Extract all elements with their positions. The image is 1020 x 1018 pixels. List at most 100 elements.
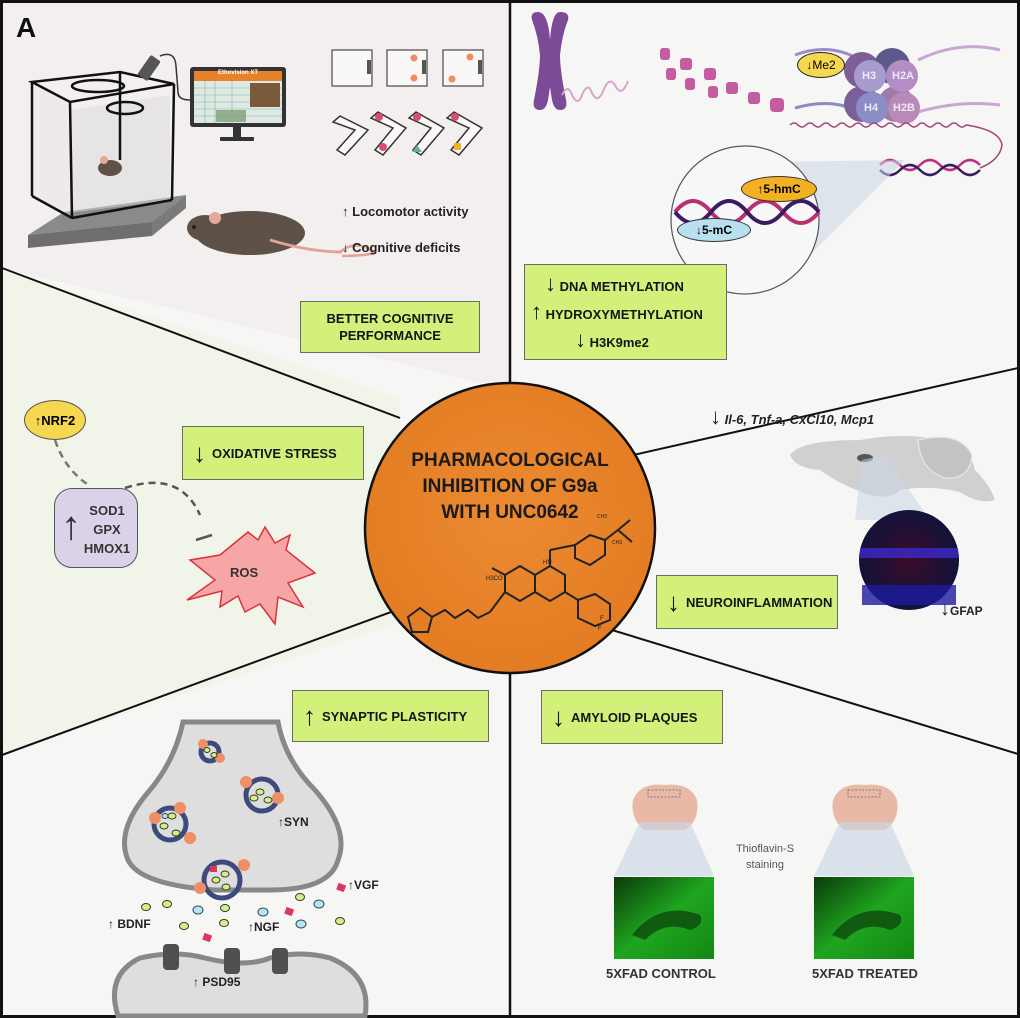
dna-strand-icon <box>789 122 1003 169</box>
nrf2-badge: ↑NRF2 <box>24 400 86 440</box>
histone-h2b-label: H2B <box>893 102 916 114</box>
divider-line <box>1 267 401 419</box>
zoom-cone <box>855 455 930 520</box>
vgf-label: ↑VGF <box>348 878 379 892</box>
arrow-up-icon: ↑ <box>108 917 114 931</box>
arrow-down-icon: ↓ <box>710 404 721 429</box>
me2-text: Me2 <box>812 58 836 72</box>
arrow-up-icon: ↑ <box>248 920 254 934</box>
arrow-down-icon: ↓ <box>575 327 586 352</box>
synaptic-plasticity-box: ↑ SYNAPTIC PLASTICITY <box>292 690 489 742</box>
syn-text: SYN <box>284 815 309 829</box>
arrow-down-icon: ↓ <box>806 58 813 72</box>
arrow-up-icon: ↑ <box>34 412 42 428</box>
hippocampus-shape <box>832 910 902 940</box>
dna-methylation-box: ↓ DNA METHYLATION ↑ HYDROXYMETHYLATION ↓… <box>524 264 727 360</box>
row-text: HYDROXYMETHYLATION <box>545 307 703 322</box>
oxidative-stress-box: ↓ OXIDATIVE STRESS <box>182 426 364 480</box>
zoom-cone <box>614 822 714 876</box>
arrow-up-icon: ↑ <box>303 701 316 731</box>
cytokines-label: ↓ Il-6, Tnf-a, CxCl10, Mcp1 <box>710 404 874 430</box>
5mc-text: 5-mC <box>701 223 732 237</box>
hippocampus-shape <box>632 910 702 940</box>
arrow-up-icon: ↑ <box>531 299 542 324</box>
row-text: H3K9me2 <box>589 335 649 350</box>
5mc-badge: ↓5-mC <box>677 218 751 242</box>
center-title-line: PHARMACOLOGICAL <box>411 450 609 471</box>
box-text: OXIDATIVE STRESS <box>212 445 337 461</box>
arrow-up-icon: ↑ <box>757 182 764 196</box>
5xfad-control-label: 5XFAD CONTROL <box>606 966 716 981</box>
stain-line: staining <box>746 859 784 871</box>
cytokines-text: Il-6, Tnf-a, CxCl10, Mcp1 <box>724 412 875 427</box>
histone-h4-label: H4 <box>864 102 879 114</box>
molecule-label: F <box>600 616 604 622</box>
panel-oxidative <box>2 268 400 755</box>
better-cognitive-performance-box: BETTER COGNITIVE PERFORMANCE <box>300 301 480 353</box>
y-maze-objects <box>375 113 461 152</box>
molecule-label: HN <box>543 560 552 566</box>
histone-h2a-label: H2A <box>892 70 915 82</box>
ngf-label: ↑NGF <box>248 920 279 934</box>
arrow-down-icon: ↓ <box>545 271 556 296</box>
locomotor-activity-label: ↑ Locomotor activity <box>342 204 468 219</box>
gfap-label: ↓GFAP <box>940 598 983 621</box>
ros-starburst-icon <box>186 525 317 626</box>
box-text: SYNAPTIC PLASTICITY <box>322 708 468 724</box>
5hmc-text: 5-hmC <box>763 182 801 196</box>
neuroinflammation-box: ↓ NEUROINFLAMMATION <box>656 575 838 629</box>
5xfad-treated-label: 5XFAD TREATED <box>812 966 918 981</box>
coronal-brain-icon-control <box>632 784 698 830</box>
thioflavin-staining-label: Thioflavin-S staining <box>715 841 815 873</box>
histone-octamer-icon <box>794 45 1001 124</box>
arrow-down-icon: ↓ <box>667 587 680 617</box>
histone-h3-label: H3 <box>862 70 877 82</box>
center-circle <box>363 381 657 675</box>
novel-object-recognition-boxes-icon <box>331 49 484 87</box>
arrow-down-icon: ↓ <box>342 240 349 255</box>
center-title-line: WITH UNC0642 <box>441 502 579 523</box>
divider-line <box>1 604 411 756</box>
molecule-label: H3CO <box>486 576 503 582</box>
divider-line <box>619 367 1019 459</box>
box-line: BETTER COGNITIVE <box>326 311 454 326</box>
stain-line: Thioflavin-S <box>735 843 795 855</box>
unc0642-molecule-icon <box>406 519 633 633</box>
me2-badge: ↓Me2 <box>797 52 845 78</box>
locomotor-text: Locomotor activity <box>352 204 469 219</box>
box-line: PERFORMANCE <box>339 328 441 343</box>
monitor-icon <box>190 67 286 141</box>
ros-label: ROS <box>230 565 259 580</box>
psd95-label: ↑ PSD95 <box>193 975 240 989</box>
box-text: AMYLOID PLAQUES <box>571 709 698 725</box>
box-text: NEUROINFLAMMATION <box>686 594 833 610</box>
syn-label: ↑SYN <box>278 815 309 829</box>
arrow-up-icon: ↑ <box>278 815 284 829</box>
enzyme-hmox1: HMOX1 <box>83 541 131 556</box>
arrow-down-icon: ↓ <box>193 438 206 468</box>
molecule-label: F <box>598 626 602 632</box>
bdnf-label: ↑ BDNF <box>108 917 151 931</box>
amyloid-plaques-box: ↓ AMYLOID PLAQUES <box>541 690 723 744</box>
enzyme-sod1: SOD1 <box>89 503 125 518</box>
arrow-up-icon: ↑ <box>348 878 354 892</box>
cognitive-deficits-label: ↓ Cognitive deficits <box>342 240 460 255</box>
enzyme-gpx: GPX <box>93 522 121 537</box>
arrow-down-icon: ↓ <box>695 223 702 237</box>
center-title: PHARMACOLOGICAL INHIBITION OF G9a WITH U… <box>390 448 630 526</box>
gfap-stain-band <box>862 585 956 605</box>
arrow-down-icon: ↓ <box>552 702 565 732</box>
arrow-up-icon: ↑ <box>342 204 349 219</box>
dna-methylation-row: ↓ DNA METHYLATION <box>545 271 684 297</box>
hydroxymethylation-row: ↑ HYDROXYMETHYLATION <box>531 299 703 325</box>
mouse-icon <box>187 211 376 258</box>
gfap-text: GFAP <box>950 604 983 618</box>
synapse-icon <box>112 719 369 1018</box>
monitor-title: Ethovision XT <box>217 70 258 76</box>
arrow-up-icon: ↑ <box>61 504 81 548</box>
panel-letter: A <box>16 12 37 43</box>
nor-objects <box>367 53 482 83</box>
divider-line <box>611 629 1019 755</box>
row-text: DNA METHYLATION <box>559 279 684 294</box>
